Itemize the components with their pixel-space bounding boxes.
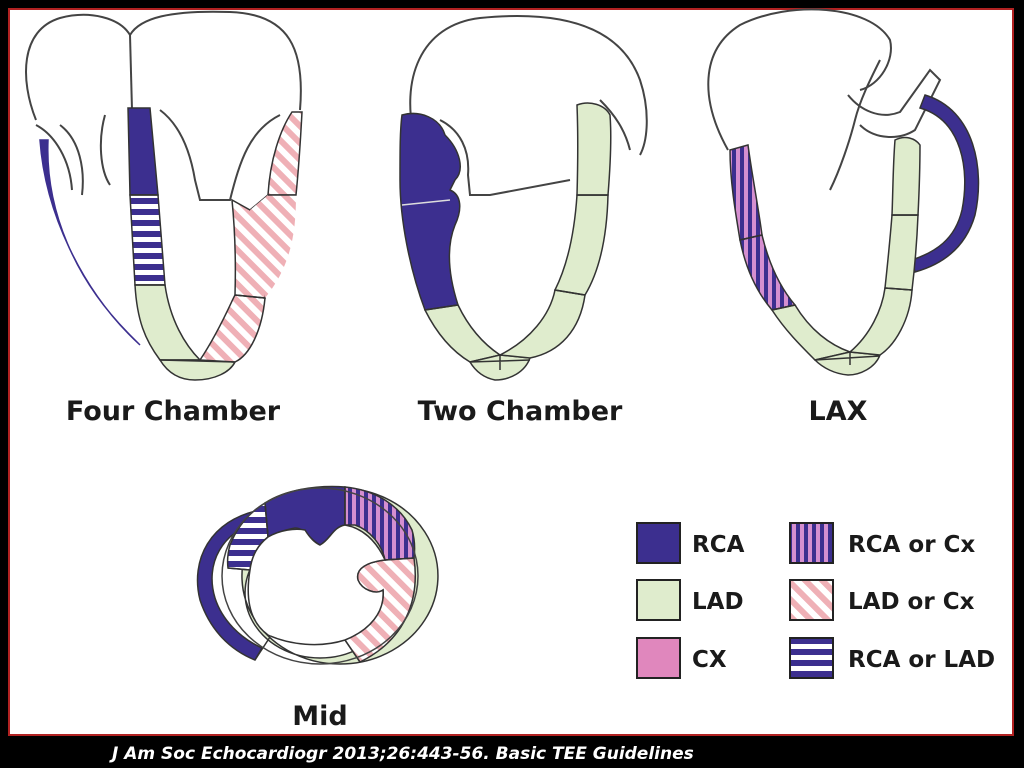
two-chamber-label: Two Chamber bbox=[418, 396, 623, 427]
lax-label: LAX bbox=[809, 396, 868, 427]
legend-swatch-cx bbox=[636, 637, 681, 679]
legend-item-rca-or-cx: RCA or Cx bbox=[789, 522, 975, 564]
legend-item-cx: CX bbox=[636, 637, 727, 679]
four-chamber-label: Four Chamber bbox=[66, 396, 281, 427]
legend-label-lad-or-cx: LAD or Cx bbox=[848, 589, 975, 615]
citation-text: J Am Soc Echocardiogr 2013;26:443-56. Ba… bbox=[112, 744, 694, 764]
two-chamber-view bbox=[399, 15, 648, 381]
legend-label-rca-or-lad: RCA or LAD bbox=[848, 647, 995, 673]
legend-swatch-lad-or-cx bbox=[789, 579, 834, 621]
legend-swatch-rca-or-cx bbox=[789, 522, 834, 564]
legend-item-rca: RCA bbox=[636, 522, 745, 564]
mid-short-axis-view bbox=[196, 485, 439, 665]
legend-label-rca-or-cx: RCA or Cx bbox=[848, 532, 975, 558]
legend-label-lad: LAD bbox=[692, 589, 744, 615]
lax-view bbox=[707, 8, 980, 376]
mid-label: Mid bbox=[292, 701, 347, 732]
legend: RCA LAD CX RCA or Cx LAD or Cx RCA or LA… bbox=[636, 522, 995, 679]
legend-item-lad: LAD bbox=[636, 579, 744, 621]
legend-label-rca: RCA bbox=[692, 532, 745, 558]
legend-swatch-lad bbox=[636, 579, 681, 621]
four-chamber-view bbox=[25, 10, 303, 381]
legend-swatch-rca bbox=[636, 522, 681, 564]
legend-item-lad-or-cx: LAD or Cx bbox=[789, 579, 975, 621]
legend-item-rca-or-lad: RCA or LAD bbox=[789, 637, 995, 679]
legend-label-cx: CX bbox=[692, 647, 727, 673]
legend-swatch-rca-or-lad bbox=[789, 637, 834, 679]
